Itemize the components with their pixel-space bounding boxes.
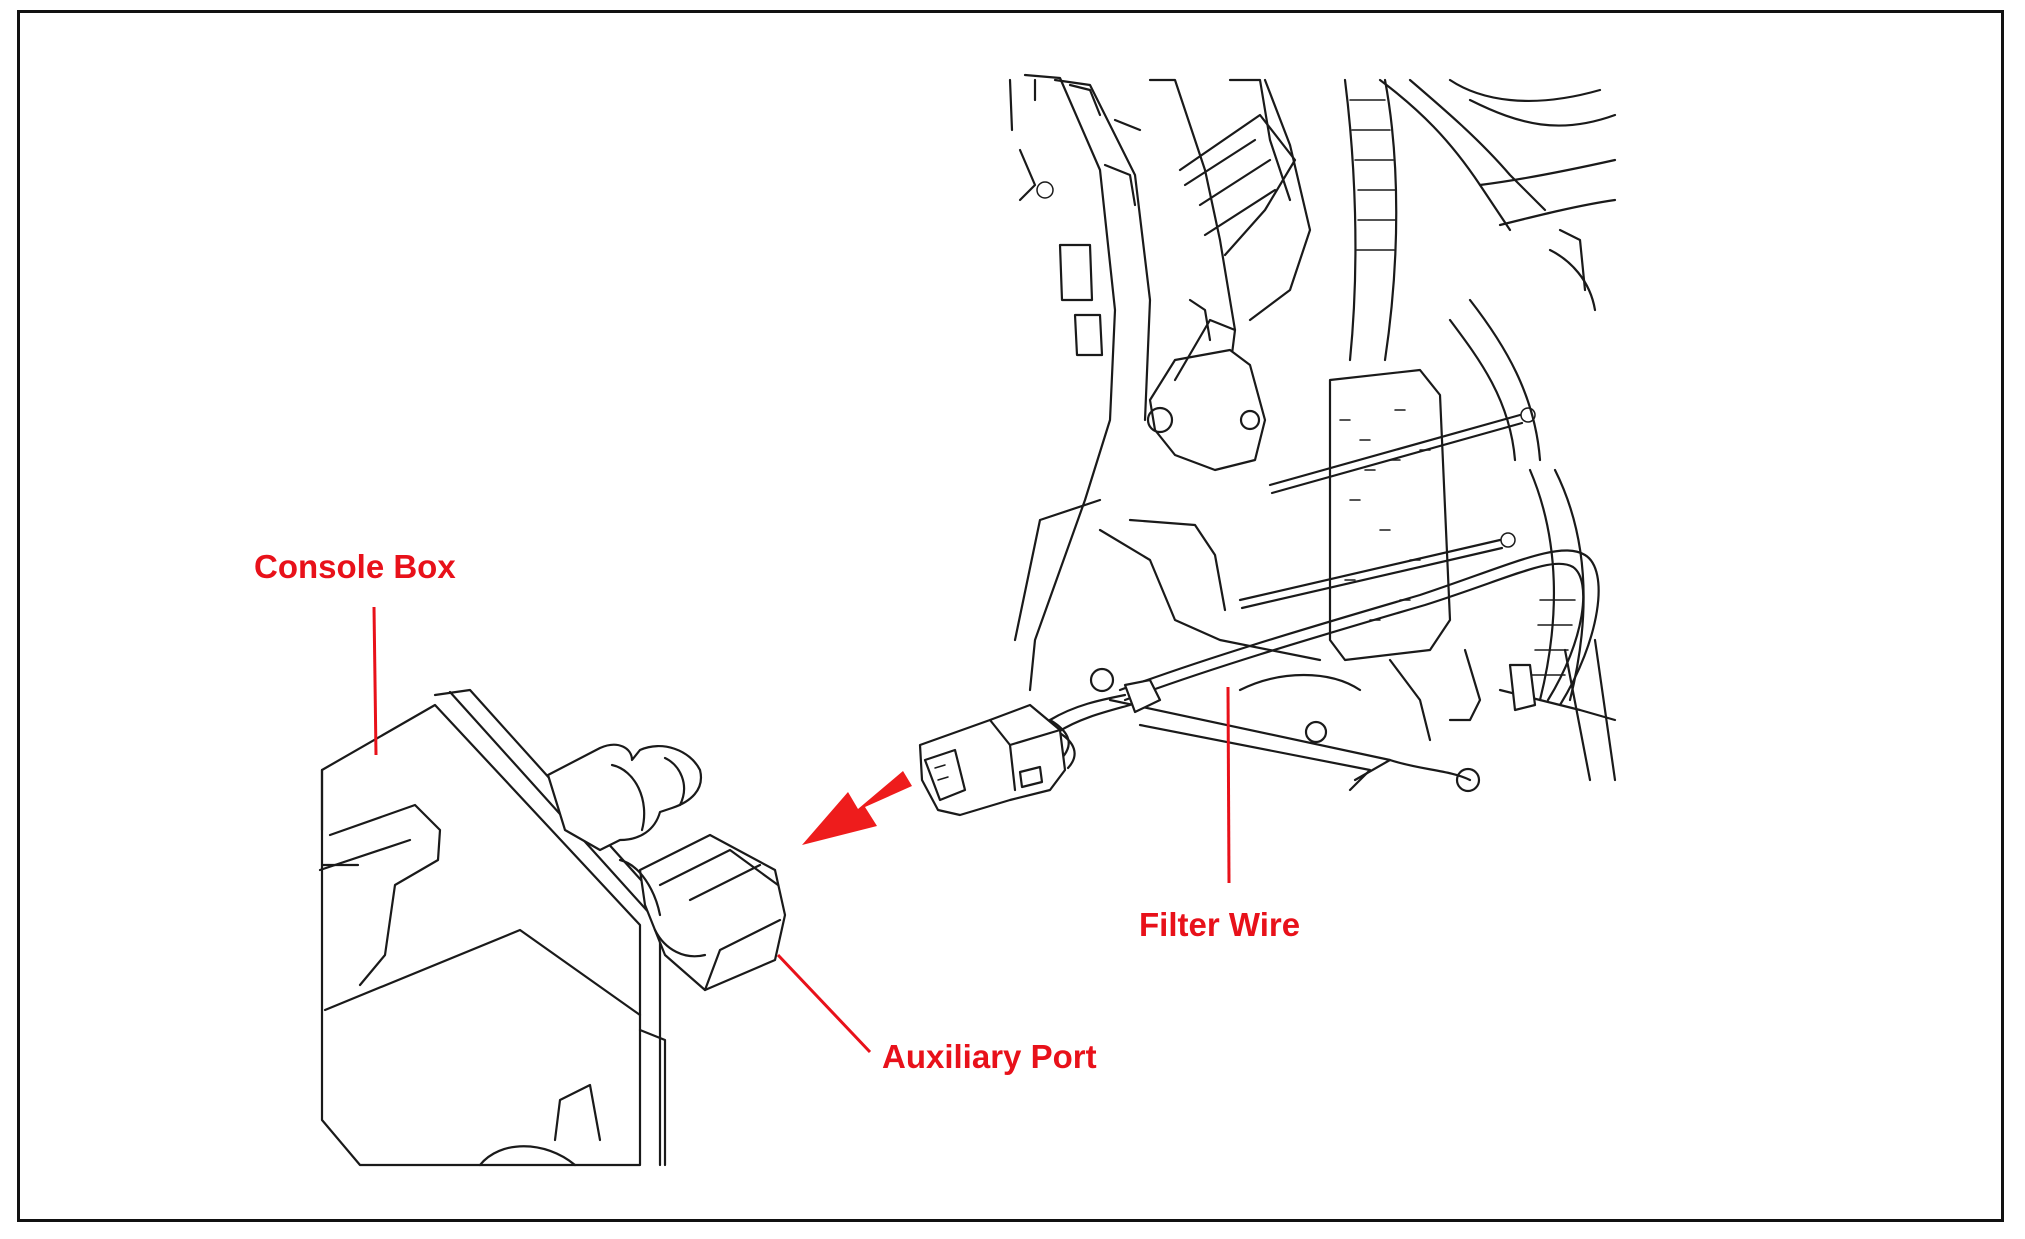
leader-filter-wire (1226, 686, 1231, 884)
filter-wire-label: Filter Wire (1139, 906, 1301, 943)
auxiliary-port-label: Auxiliary Port (882, 1038, 1097, 1075)
console-box-drawing (318, 688, 787, 1167)
vehicle-interior-drawing (918, 73, 1617, 817)
removal-direction-arrow (802, 771, 912, 845)
console-box-label: Console Box (254, 548, 456, 585)
leader-console-box (372, 606, 378, 756)
leader-auxiliary-port (776, 953, 872, 1054)
